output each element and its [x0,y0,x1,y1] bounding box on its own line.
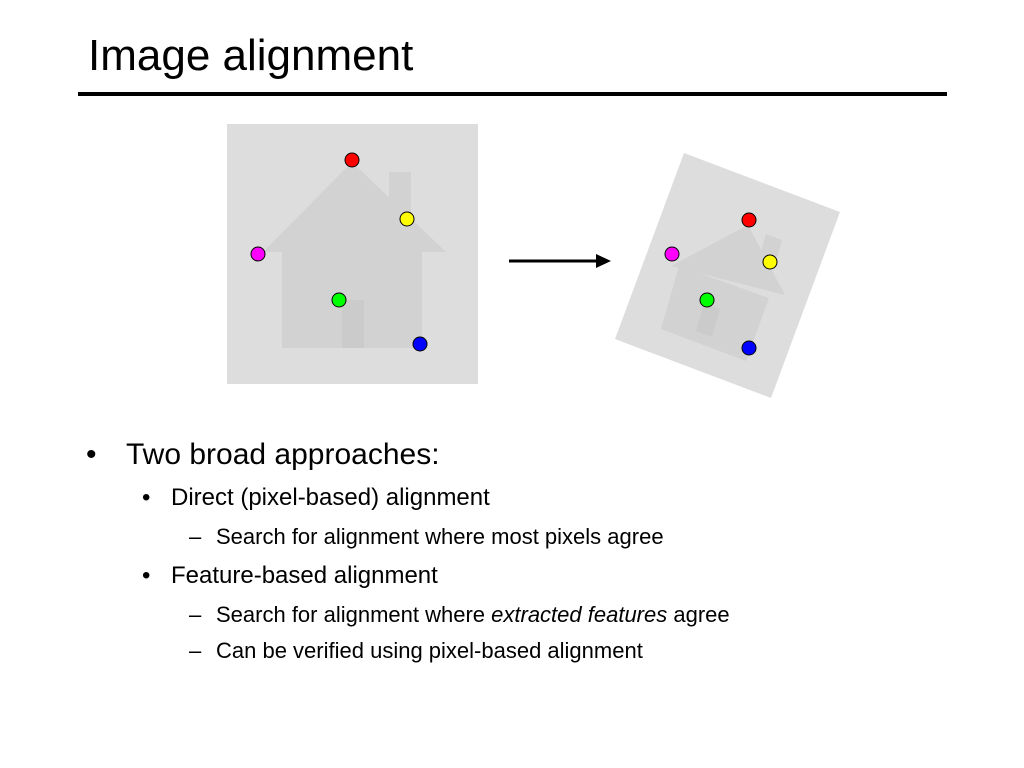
subbullet-direct-search: Search for alignment where most pixels a… [216,524,664,549]
marker-magenta-target [664,246,680,262]
bullet-marker: • [142,484,151,511]
subbullet-verify: Can be verified using pixel-based alignm… [216,638,643,663]
bullet-direct-alignment: Direct (pixel-based) alignment [171,484,490,511]
subbullet-text-pre: Search for alignment where [216,602,492,627]
bullet-marker: • [142,562,151,589]
bullet-marker: • [86,438,97,471]
marker-yellow-source [399,211,415,227]
marker-yellow-target [762,254,778,270]
subbullet-emphasis: extracted features [491,602,668,627]
target-house-roof [671,225,785,295]
bullet-feature-alignment: Feature-based alignment [171,562,438,589]
dash-marker: – [189,638,202,663]
source-house-door [342,300,364,348]
marker-red-target [741,212,757,228]
target-image [615,153,840,398]
alignment-figure [227,124,840,398]
subbullet-text-post: agree [667,602,730,627]
dash-marker: – [189,524,202,549]
marker-green-target [699,292,715,308]
marker-red-source [344,152,360,168]
bullet-two-broad-approaches: Two broad approaches: [126,438,440,471]
target-house-door [696,303,720,337]
dash-marker: – [189,602,202,627]
subbullet-feature-search: Search for alignment where extracted fea… [216,602,730,628]
title-divider [78,92,947,96]
slide-title: Image alignment [88,31,414,80]
marker-green-source [331,292,347,308]
marker-magenta-source [250,246,266,262]
marker-blue-target [741,340,757,356]
marker-blue-source [412,336,428,352]
transform-arrow [509,254,611,268]
source-image [227,124,478,384]
